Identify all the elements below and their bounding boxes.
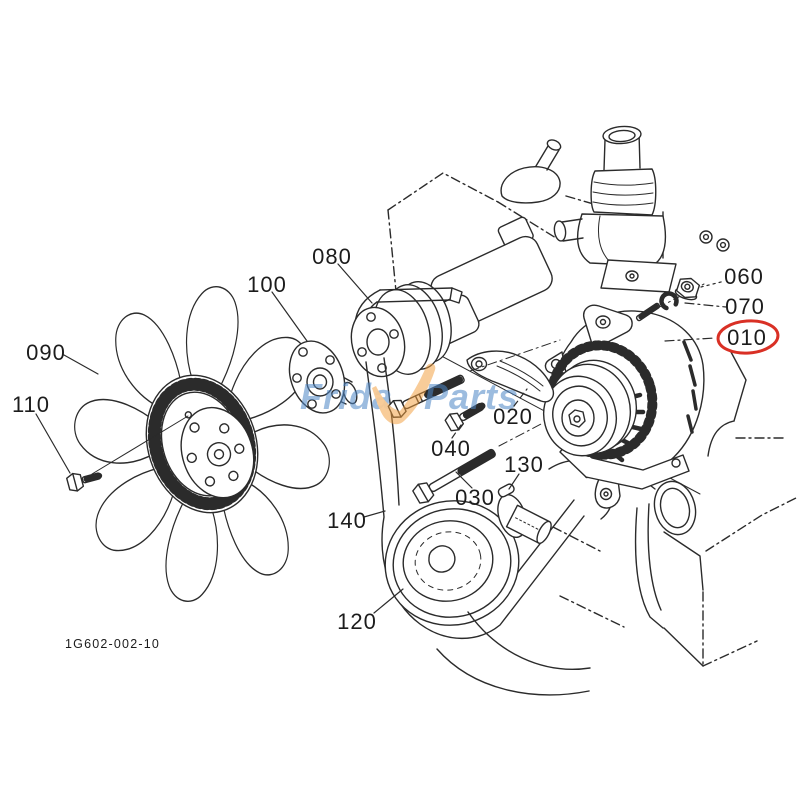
watermark: Frida Parts xyxy=(300,363,519,425)
crank-pulley xyxy=(384,500,520,626)
part-label-060: 060 xyxy=(724,264,764,289)
part-label-020: 020 xyxy=(493,404,533,429)
mounting-flange xyxy=(288,340,358,414)
part-label-130: 130 xyxy=(504,452,544,477)
part-label-080: 080 xyxy=(312,244,352,269)
adjusting-bracket xyxy=(466,350,555,403)
highlight-ellipse-010 xyxy=(716,319,780,355)
part-label-140: 140 xyxy=(327,508,367,533)
part-label-030: 030 xyxy=(455,485,495,510)
engine-block xyxy=(387,139,799,667)
part-label-070: 070 xyxy=(725,294,765,319)
lock-washer xyxy=(659,291,679,311)
bolt-040 xyxy=(444,402,486,432)
part-label-010: 010 xyxy=(727,325,767,350)
watermark-swoosh-icon xyxy=(372,363,436,425)
cooling-fan xyxy=(74,285,330,603)
bolt-030 xyxy=(412,422,544,504)
part-callouts: 090 110 100 080 060 070 010 020 040 030 … xyxy=(12,244,767,634)
fan-bolt xyxy=(66,415,189,492)
fan-drive-pulley-face xyxy=(350,306,406,378)
thermostat-housing xyxy=(553,125,677,293)
watermark-text-right: Parts xyxy=(424,376,519,417)
part-label-040: 040 xyxy=(431,436,471,461)
part-label-110: 110 xyxy=(12,392,50,417)
leader-lines xyxy=(35,263,727,614)
alternator xyxy=(543,304,705,509)
figure-code: 1G602-002-10 xyxy=(65,637,160,651)
part-label-090: 090 xyxy=(26,340,66,365)
part-label-120: 120 xyxy=(337,609,377,634)
nut-060 xyxy=(674,277,701,301)
part-label-100: 100 xyxy=(247,272,287,297)
